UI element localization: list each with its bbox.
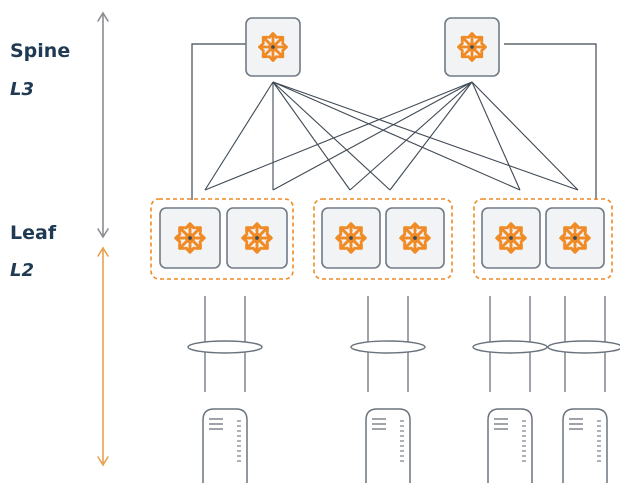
leaf-switch-2b — [385, 207, 445, 269]
router-switch-icon — [258, 32, 288, 62]
router-switch-icon — [335, 222, 367, 254]
leaf-pair-outlines — [150, 198, 613, 280]
router-switch-icon — [399, 222, 431, 254]
server-icon — [487, 408, 533, 483]
l2-scope-arrow — [97, 246, 109, 467]
router-switch-icon — [174, 222, 206, 254]
router-switch-icon — [559, 222, 591, 254]
leaf-switch-1a — [159, 207, 221, 269]
server-icon — [365, 408, 411, 483]
spine-switch-2 — [444, 17, 500, 77]
leaf-switch-2a — [321, 207, 381, 269]
server-icon — [202, 408, 248, 483]
router-switch-icon — [457, 32, 487, 62]
servers — [202, 408, 608, 483]
leaf-switch-3b — [545, 207, 605, 269]
leaf-switch-3a — [481, 207, 541, 269]
l3-scope-arrow — [97, 11, 109, 239]
spine-layer-label: Spine — [10, 40, 71, 62]
leaf-switch-1b — [226, 207, 288, 269]
spine-protocol-label: L3 — [10, 79, 34, 100]
router-switch-icon — [241, 222, 273, 254]
spine-side-links — [191, 43, 597, 200]
router-switch-icon — [495, 222, 527, 254]
server-icon — [562, 408, 608, 483]
leaf-layer-label: Leaf — [10, 222, 57, 244]
leaf-protocol-label: L2 — [10, 260, 34, 281]
spine-leaf-links — [204, 81, 579, 191]
link-aggregation-ellipses — [187, 340, 620, 354]
spine-switch-1 — [245, 17, 301, 77]
